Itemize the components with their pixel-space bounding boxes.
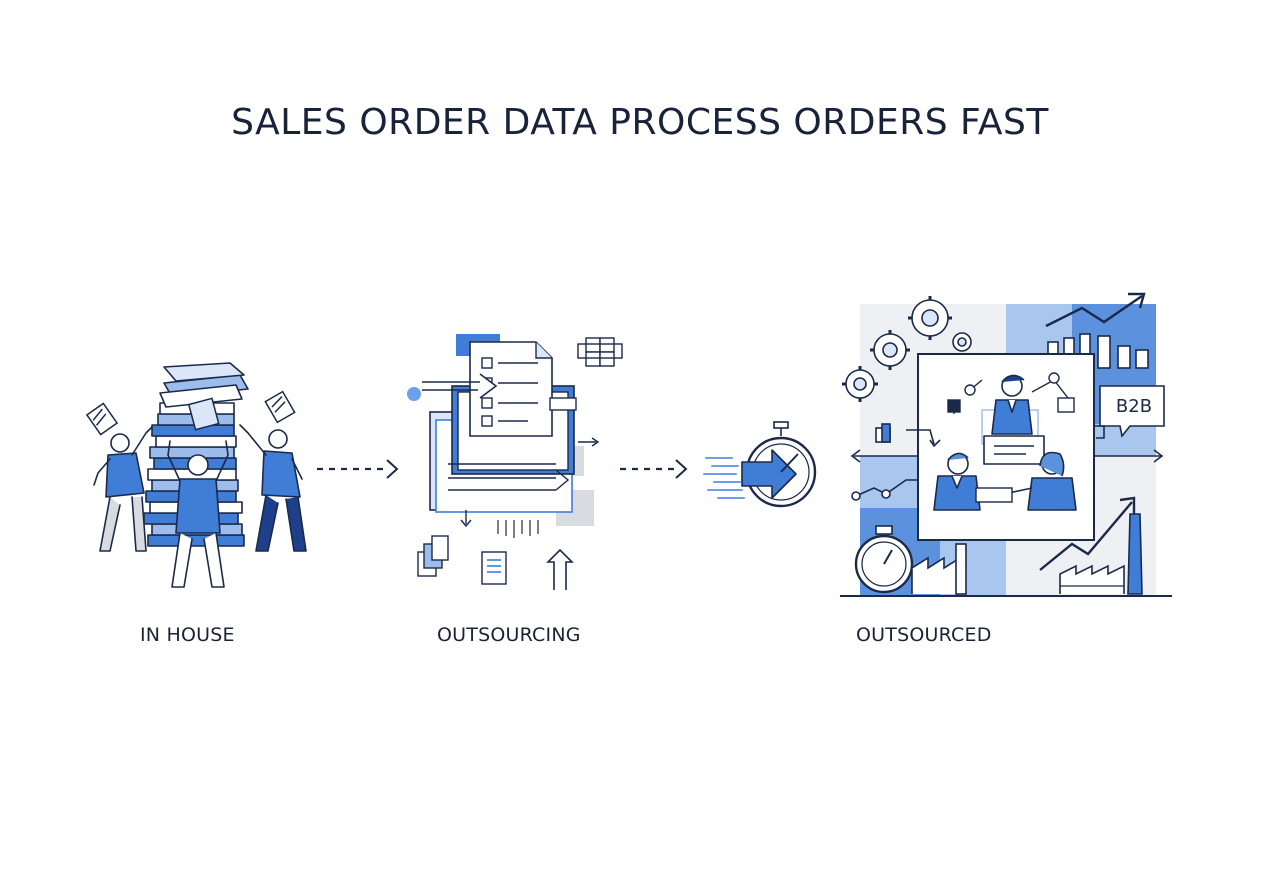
page-title: SALES ORDER DATA PROCESS ORDERS FAST <box>231 102 1049 143</box>
business-meeting-dashboard-icon <box>840 292 1172 597</box>
stage-outsourced-illustration: B2B <box>836 288 1176 600</box>
stage-label-in-house: IN HOUSE <box>140 624 235 646</box>
document-transfer-icon <box>407 334 623 590</box>
dotted-arrow-2 <box>618 456 692 482</box>
stage-label-outsourcing: OUTSOURCING <box>437 624 581 646</box>
b2b-badge: B2B <box>1115 396 1153 417</box>
stage-in-house-illustration <box>80 355 320 590</box>
stage-outsourcing-illustration <box>398 330 628 592</box>
dotted-arrow-1 <box>315 456 401 482</box>
fast-stopwatch-icon <box>702 418 820 512</box>
people-pushing-paper-stack-icon <box>85 362 307 588</box>
stage-label-outsourced: OUTSOURCED <box>856 624 992 646</box>
